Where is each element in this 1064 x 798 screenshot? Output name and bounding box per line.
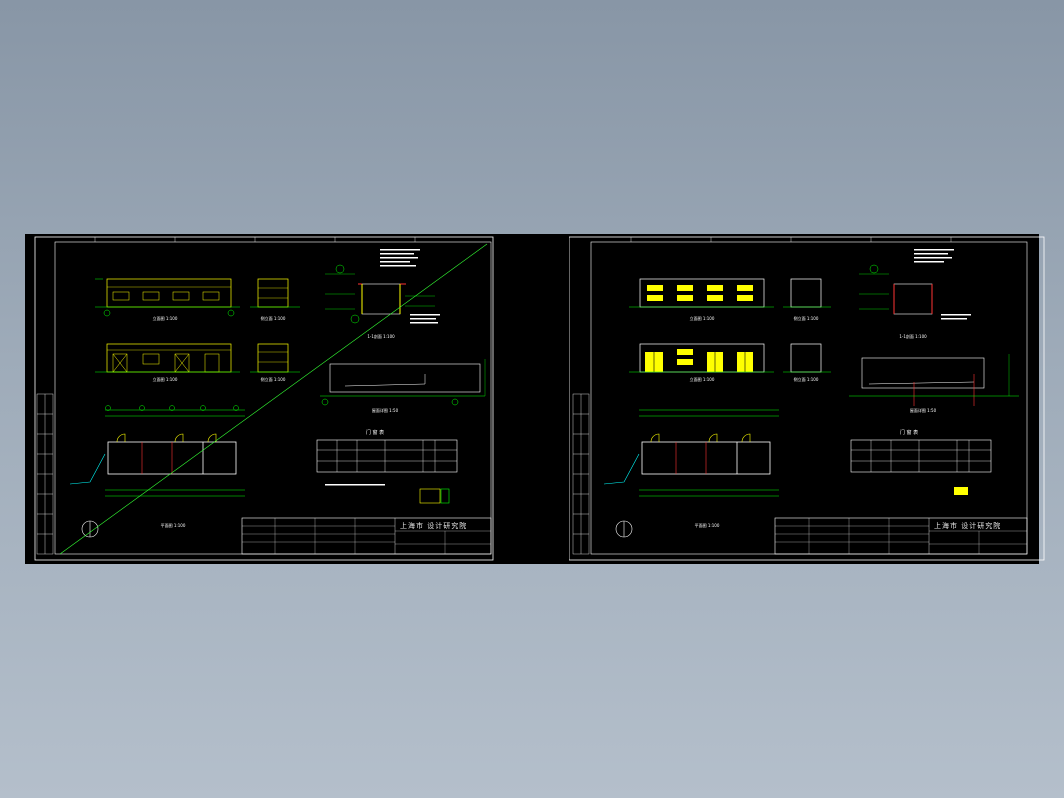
title-block: 上海市 设计研究院 <box>241 517 492 555</box>
svg-text:立面图 1:100: 立面图 1:100 <box>690 315 715 321</box>
svg-text:立面图 1:100: 立面图 1:100 <box>153 376 178 382</box>
front-elevation: 立面图 1:100 <box>95 278 240 321</box>
drawing-sheet-right[interactable]: 立面图 1:100 侧立面 1:100 立面图 1:1 <box>569 234 1049 564</box>
rear-elevation: 立面图 1:100 <box>95 343 240 382</box>
svg-text:上海市 设计研究院: 上海市 设计研究院 <box>400 521 467 530</box>
svg-text:屋面详图 1:50: 屋面详图 1:50 <box>910 407 937 413</box>
svg-text:平面图 1:100: 平面图 1:100 <box>161 522 186 528</box>
side-elevation-2: 侧立面 1:100 <box>250 343 300 382</box>
side-elevation-1-right: 侧立面 1:100 <box>783 278 831 321</box>
svg-text:1-1剖面 1:100: 1-1剖面 1:100 <box>367 333 395 339</box>
rear-elevation-right: 立面图 1:100 <box>629 343 774 382</box>
side-elevation-2-right: 侧立面 1:100 <box>783 343 831 382</box>
section-1-1: 1-1剖面 1:100 <box>325 249 440 339</box>
roof-detail-right: 屋面详图 1:50 <box>849 354 1019 413</box>
svg-text:门 窗 表: 门 窗 表 <box>366 429 384 436</box>
svg-text:1-1剖面 1:100: 1-1剖面 1:100 <box>899 333 927 339</box>
svg-text:侧立面 1:100: 侧立面 1:100 <box>794 315 819 321</box>
svg-text:上海市 设计研究院: 上海市 设计研究院 <box>934 521 1001 530</box>
side-elevation-1: 侧立面 1:100 <box>250 278 300 321</box>
diagonal-guide-line <box>59 243 488 555</box>
title-block-right: 上海市 设计研究院 <box>774 517 1028 555</box>
svg-text:平面图 1:100: 平面图 1:100 <box>695 522 720 528</box>
svg-text:门 窗 表: 门 窗 表 <box>900 429 918 436</box>
svg-text:侧立面 1:100: 侧立面 1:100 <box>794 376 819 382</box>
door-window-table-right: 门 窗 表 <box>850 429 992 495</box>
cad-viewport[interactable]: 立面图 1:100 侧立面 1:100 <box>25 234 1045 564</box>
roof-detail: 屋面详图 1:50 <box>320 359 486 413</box>
door-window-table: 门 窗 表 <box>316 429 458 504</box>
floor-plan-right: 平面图 1:100 <box>603 409 779 538</box>
drawing-sheet-left[interactable]: 立面图 1:100 侧立面 1:100 <box>25 234 505 564</box>
drawing-sheet-right-svg: 立面图 1:100 侧立面 1:100 立面图 1:1 <box>569 236 1045 561</box>
floor-plan: 平面图 1:100 <box>69 405 245 538</box>
svg-text:立面图 1:100: 立面图 1:100 <box>153 315 178 321</box>
svg-text:侧立面 1:100: 侧立面 1:100 <box>261 315 286 321</box>
front-elevation-right: 立面图 1:100 <box>629 278 774 321</box>
svg-text:侧立面 1:100: 侧立面 1:100 <box>261 376 286 382</box>
svg-text:屋面详图 1:50: 屋面详图 1:50 <box>372 407 399 413</box>
svg-text:立面图 1:100: 立面图 1:100 <box>690 376 715 382</box>
section-1-1-right: 1-1剖面 1:100 <box>859 249 971 339</box>
drawing-sheet-left-svg: 立面图 1:100 侧立面 1:100 <box>34 236 494 561</box>
